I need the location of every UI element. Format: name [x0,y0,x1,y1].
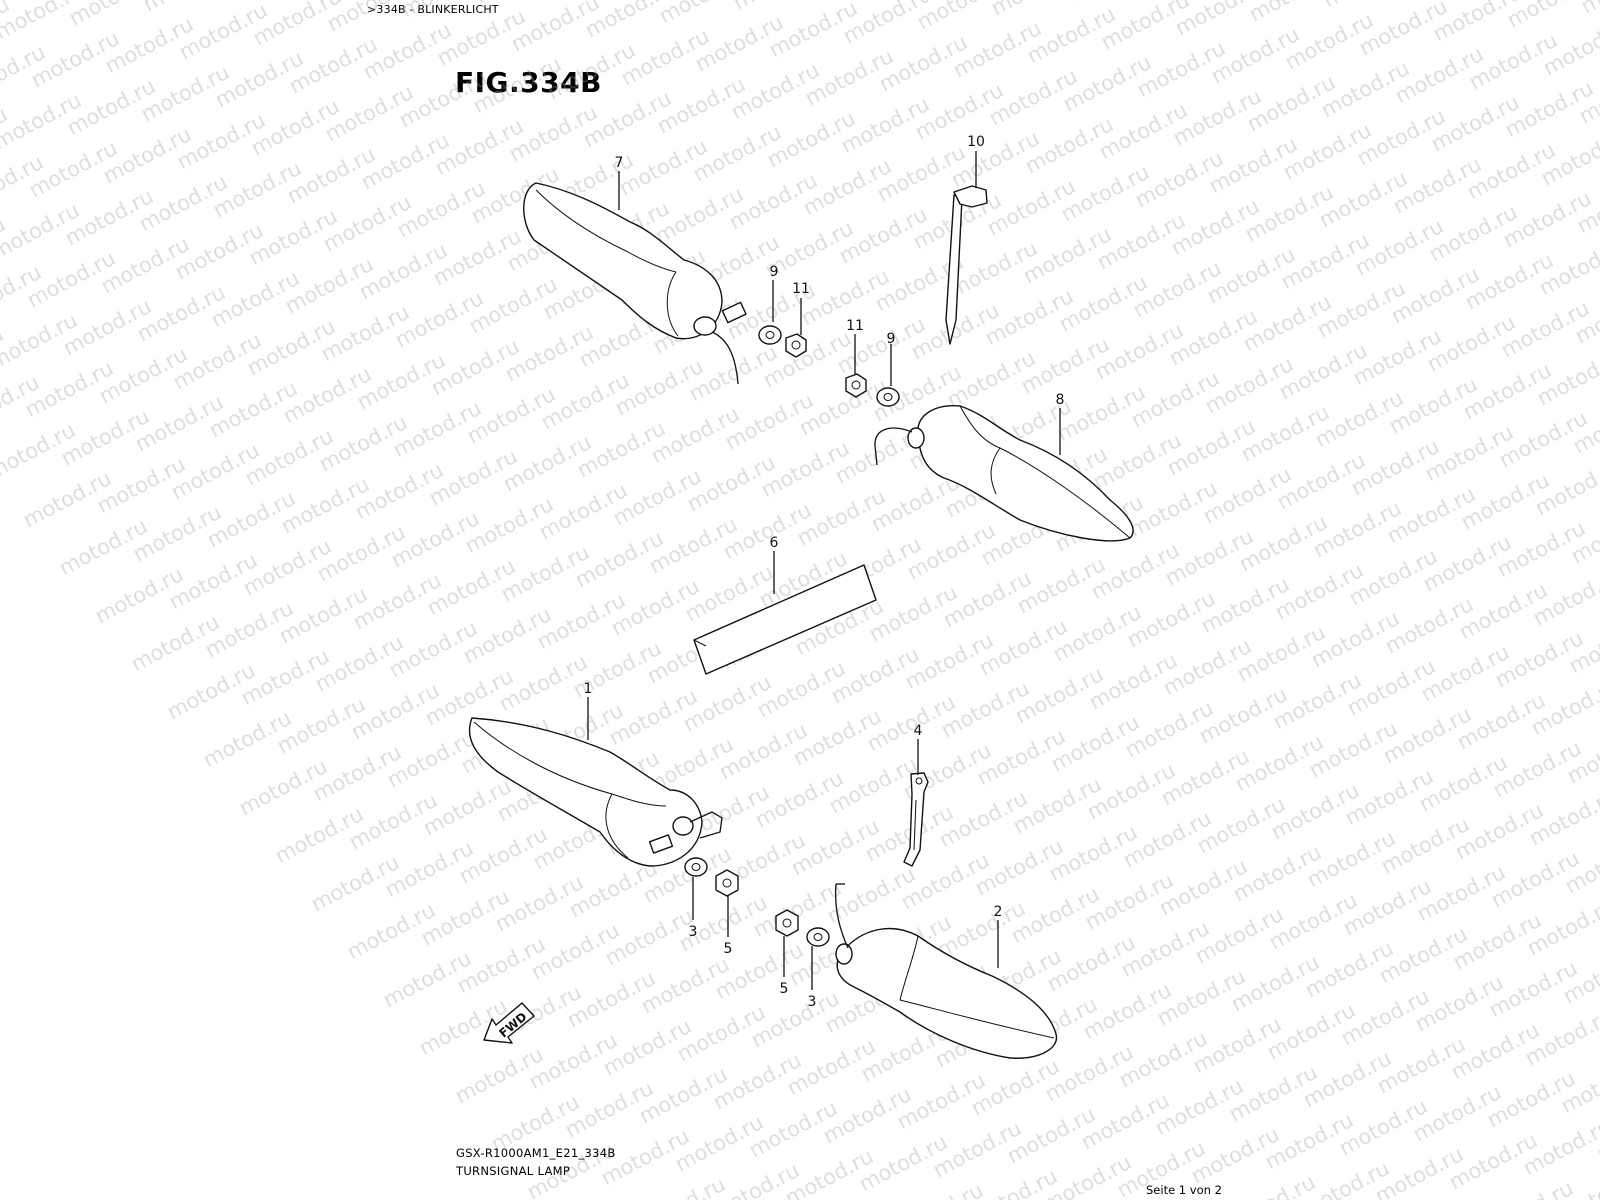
turnsignal-lamp-part-2[interactable] [834,883,1058,1059]
drawing-name: TURNSIGNAL LAMP [456,1164,571,1178]
callout-4: 4 [914,723,923,739]
callout-11-top: 11 [792,281,810,297]
washer-part-3-left[interactable] [684,857,708,877]
callout-9-top: 9 [770,264,779,280]
fwd-arrow [483,1002,535,1044]
nut-part-5-right[interactable] [775,909,799,937]
callout-3-left: 3 [689,924,698,940]
nut-part-11-top[interactable] [785,333,807,358]
callout-7: 7 [615,155,624,171]
callout-1: 1 [584,681,593,697]
callout-5-left: 5 [724,941,733,957]
turnsignal-lamp-part-7[interactable] [523,182,747,385]
callout-3-right: 3 [808,994,817,1010]
bracket-part-4[interactable] [903,772,929,867]
washer-part-3-right[interactable] [806,927,830,947]
watermark-text: motod.ru [1577,0,1600,18]
nut-part-5-left[interactable] [715,869,739,897]
callout-9-mid: 9 [887,331,896,347]
figure-title: FIG.334B [455,66,602,99]
turnsignal-lamp-part-8[interactable] [874,405,1134,542]
watermark-text: motod.ru [987,0,1083,20]
turnsignal-lamp-part-1[interactable] [468,717,723,867]
callout-11-mid: 11 [846,318,864,334]
watermark-text: motod.ru [139,0,235,16]
page-indicator: Seite 1 von 2 [1146,1183,1222,1197]
watermark-text: motod.ru [1223,1170,1319,1200]
leader-lines [587,151,1061,990]
callout-8: 8 [1056,392,1065,408]
callout-10: 10 [967,134,985,150]
callout-2: 2 [994,904,1003,920]
callout-5-right: 5 [780,981,789,997]
cable-tie-part-10[interactable] [945,185,988,345]
model-code: GSX-R1000AM1_E21_334B [456,1146,616,1160]
washer-part-9-top[interactable] [758,325,782,345]
pad-part-6[interactable] [693,564,877,675]
nut-part-11-mid[interactable] [845,373,867,398]
callout-6: 6 [770,535,779,551]
breadcrumb: >334B - BLINKERLICHT [367,3,499,16]
washer-part-9-mid[interactable] [876,387,900,407]
